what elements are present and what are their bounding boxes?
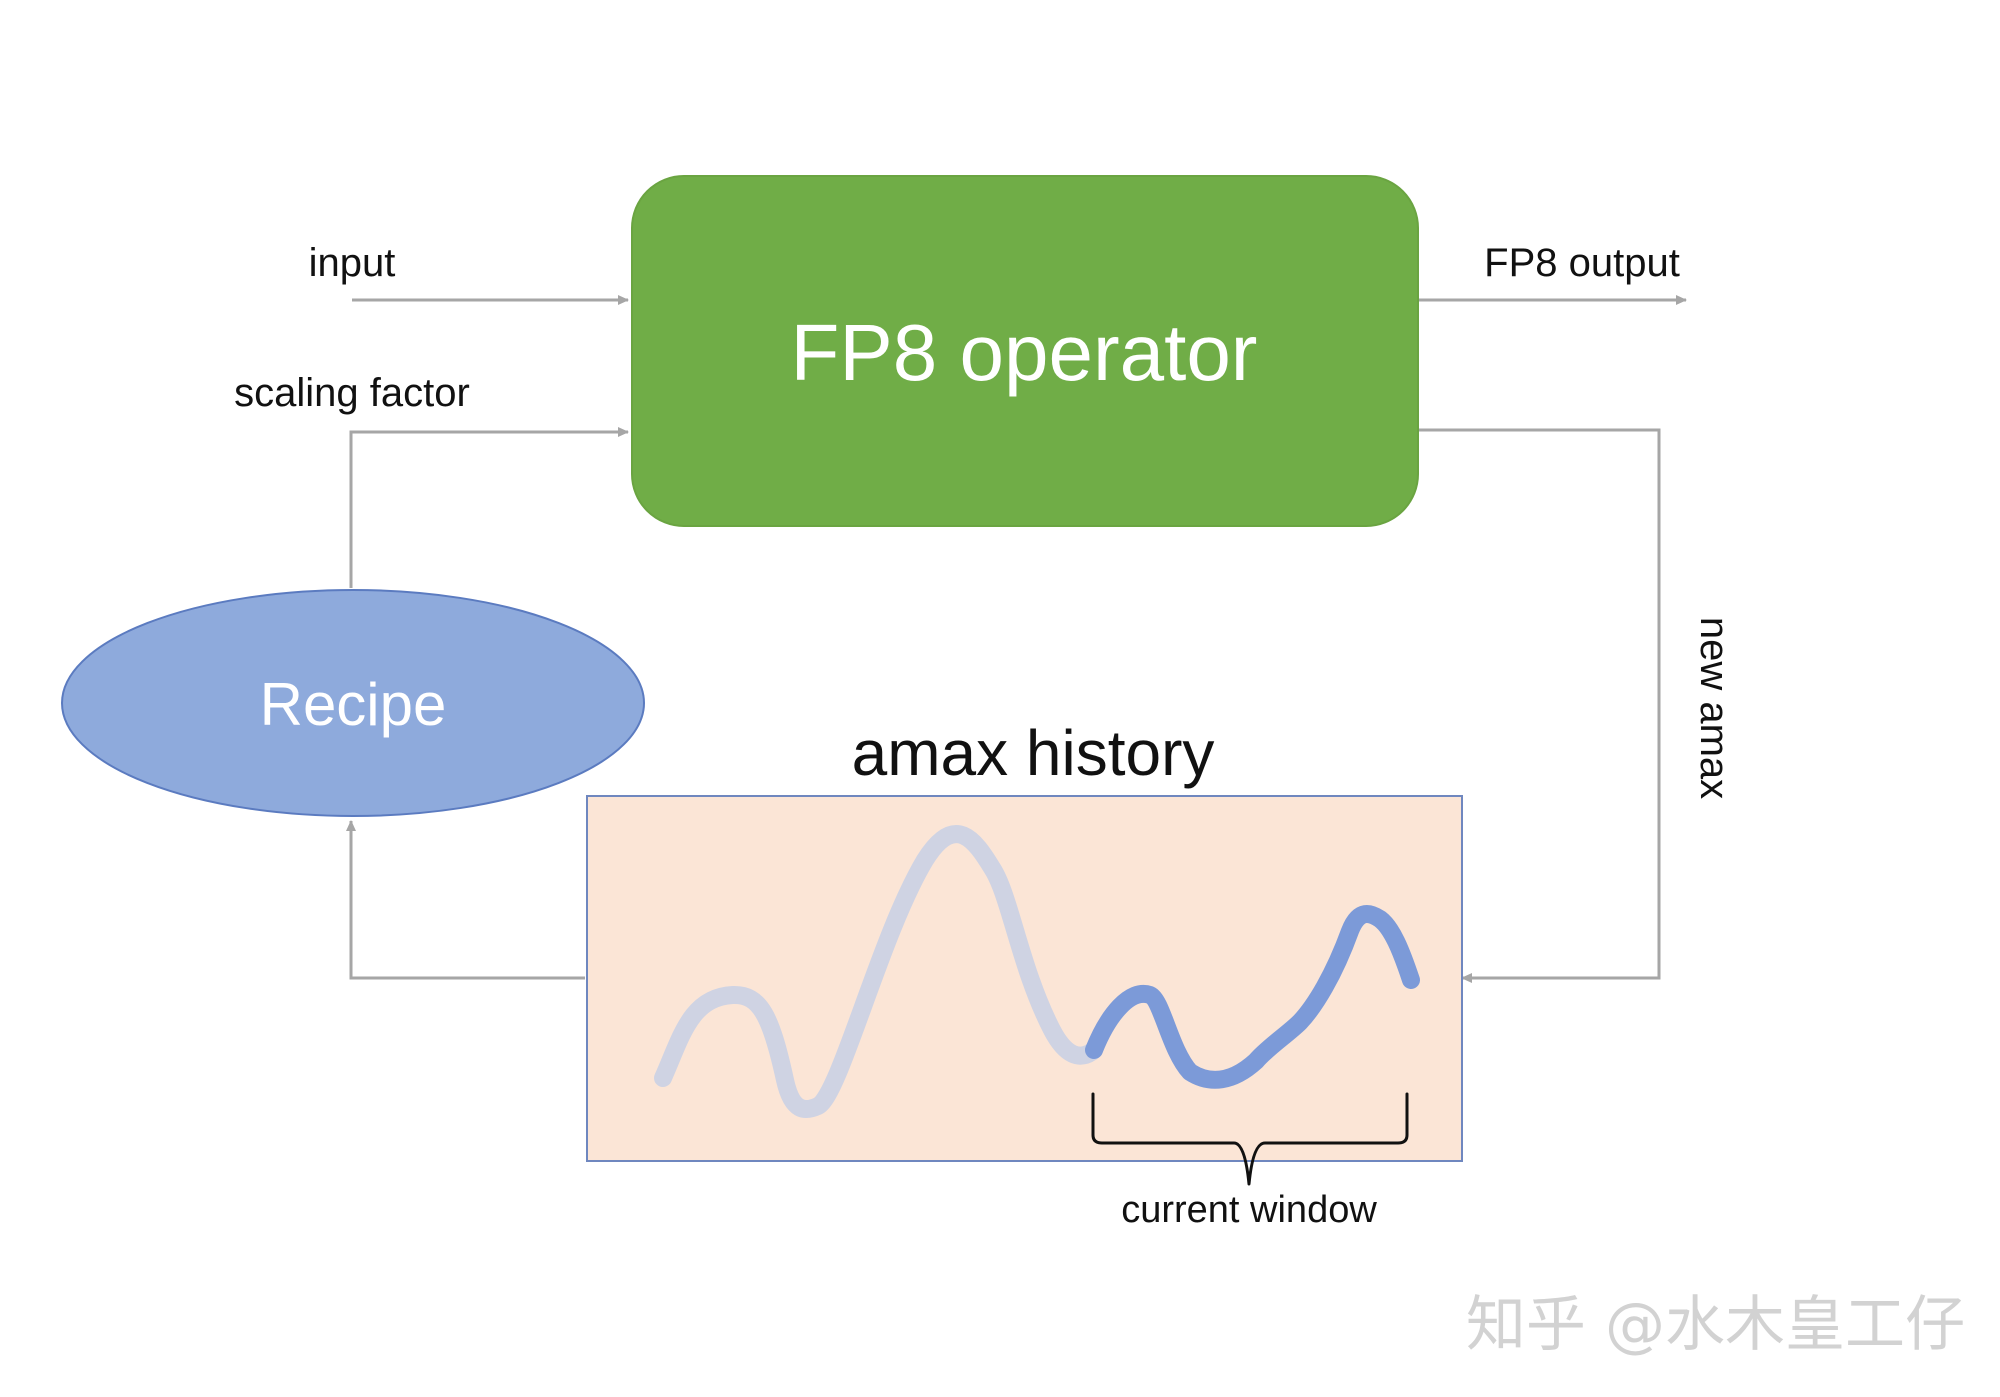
fp8-output-label: FP8 output	[1484, 241, 1680, 285]
input-label: input	[309, 241, 396, 285]
history-to-recipe-arrow	[346, 820, 585, 980]
recipe-ellipse	[61, 589, 645, 817]
past-amax-curve	[654, 825, 1103, 1118]
new-amax-arrow	[1418, 428, 1661, 983]
scaling-factor-label: scaling factor	[234, 371, 470, 415]
scaling-factor-arrow	[349, 427, 629, 588]
connectors	[346, 295, 1687, 983]
fp8-operator-box	[631, 175, 1419, 527]
fp8-operator-node: FP8 operator	[631, 175, 1419, 527]
amax-history-panel: amax history current window	[586, 717, 1463, 1231]
recipe-node: Recipe	[61, 589, 645, 817]
amax-history-title: amax history	[852, 717, 1215, 789]
fp8-operator-label: FP8 operator	[791, 308, 1258, 397]
current-window-curve	[1085, 905, 1420, 1089]
watermark-text: 知乎 @水木皇工仔	[1466, 1290, 1965, 1360]
recipe-label: Recipe	[260, 671, 447, 738]
current-window-label: current window	[1121, 1189, 1377, 1231]
new-amax-label: new amax	[1692, 617, 1736, 799]
current-window-brace	[1091, 1092, 1409, 1186]
